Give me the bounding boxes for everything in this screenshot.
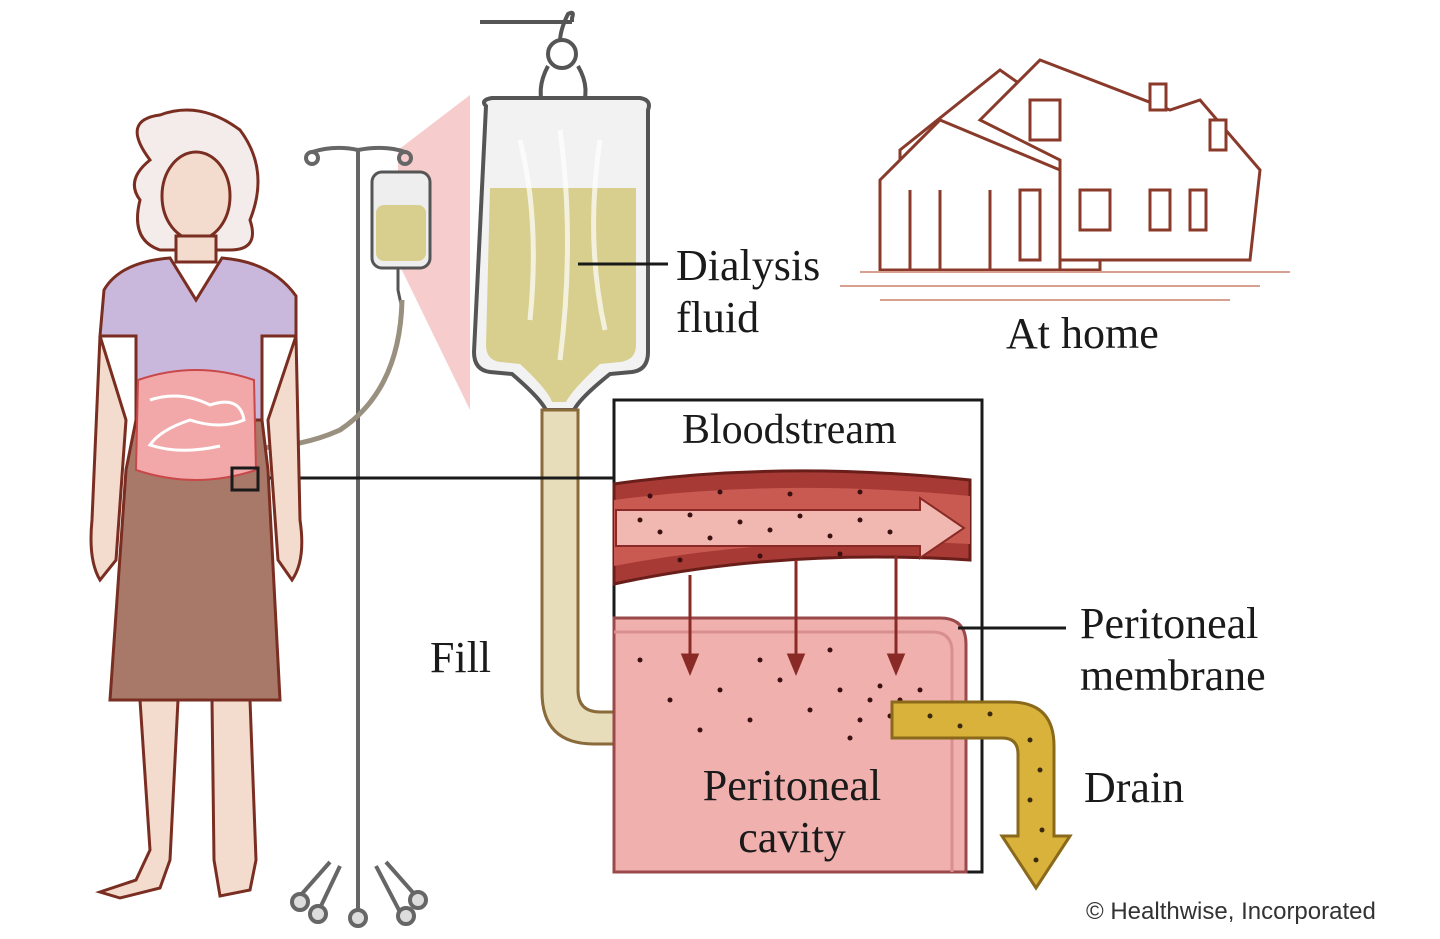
label-peritoneal-membrane-line1: Peritoneal [1080, 599, 1259, 648]
label-dialysis-fluid-line1: Dialysis [676, 241, 821, 290]
copyright-notice: © Healthwise, Incorporated [1086, 898, 1376, 925]
iv-pole [290, 145, 428, 928]
label-drain-text: Drain [1084, 763, 1185, 812]
leader-lines [260, 476, 1066, 630]
label-peritoneal-cavity-line2: cavity [738, 812, 846, 862]
label-peritoneal-cavity: Peritoneal cavity [692, 760, 892, 864]
large-dialysis-bag [471, 96, 668, 412]
label-dialysis-fluid: Dialysis fluid [676, 240, 820, 344]
label-peritoneal-membrane-line2: membrane [1080, 650, 1266, 700]
house-sketch [840, 58, 1290, 301]
label-bloodstream: Bloodstream [682, 406, 897, 456]
small-dialysis-bag [370, 170, 432, 309]
blood-vessel [612, 469, 972, 586]
drain-tube [890, 700, 1073, 891]
label-peritoneal-membrane: Peritoneal membrane [1080, 598, 1266, 702]
cavity-particles [637, 647, 923, 741]
label-at-home-text: At home [1006, 309, 1159, 358]
label-fill-text: Fill [430, 633, 492, 682]
label-bloodstream-text: Bloodstream [682, 407, 897, 453]
woman-figure [89, 108, 304, 900]
label-at-home: At home [1006, 308, 1159, 360]
label-drain: Drain [1084, 762, 1184, 814]
label-peritoneal-cavity-line1: Peritoneal [702, 761, 882, 810]
diffusion-arrows [680, 555, 906, 676]
label-fill: Fill [430, 632, 491, 684]
label-dialysis-fluid-line2: fluid [676, 292, 760, 342]
